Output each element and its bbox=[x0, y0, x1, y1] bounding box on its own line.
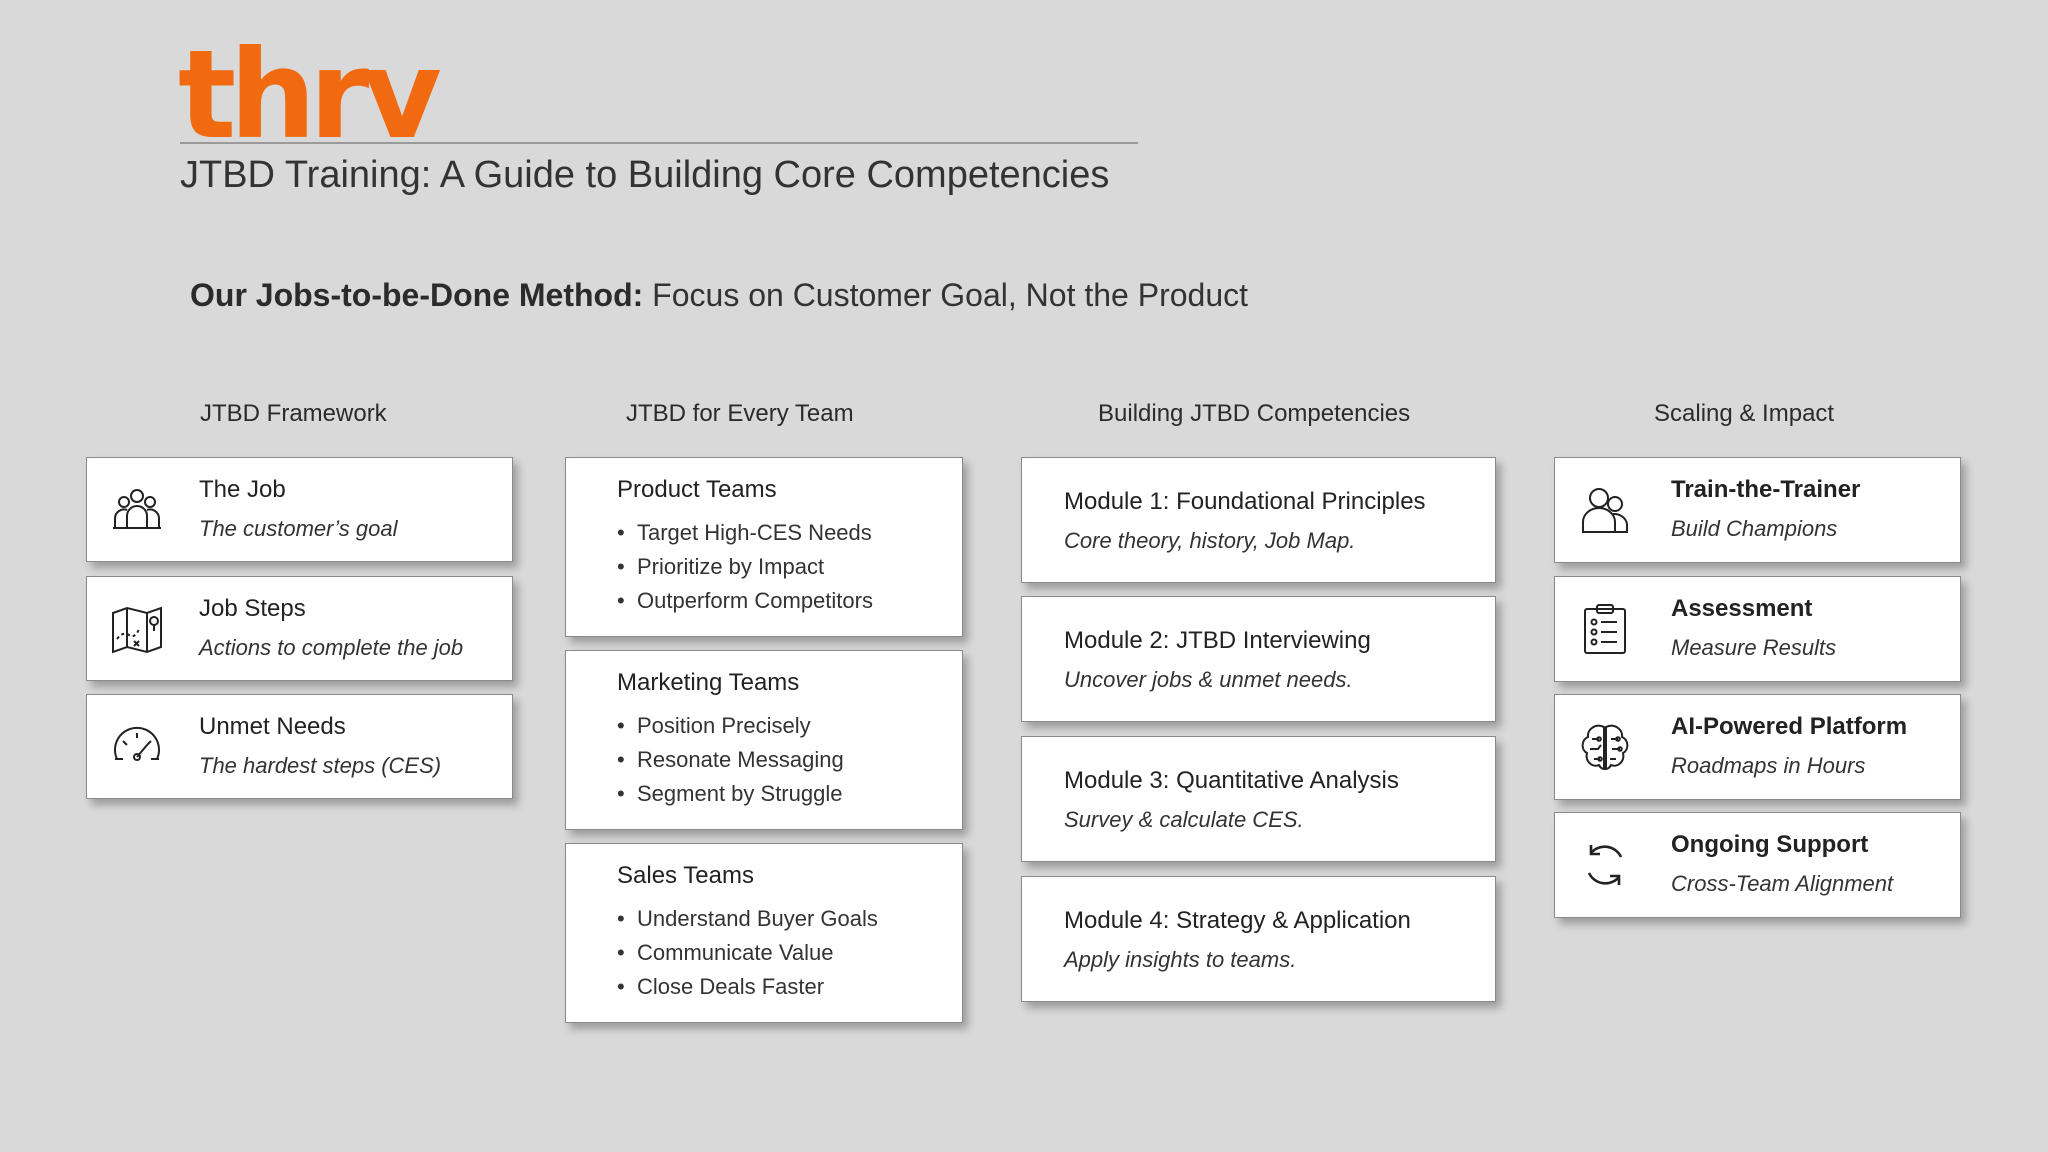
framework-card-sub: Actions to complete the job bbox=[199, 635, 464, 660]
team-card-title: Sales Teams bbox=[617, 862, 754, 889]
module-card-title: Module 2: JTBD Interviewing bbox=[1064, 627, 1371, 654]
thrv-logo: thrv bbox=[178, 24, 442, 166]
framework-card-unmet-needs: Unmet Needs The hardest steps (CES) bbox=[86, 694, 513, 799]
module-card-3: Module 3: Quantitative Analysis Survey &… bbox=[1021, 736, 1496, 862]
method-statement: Our Jobs-to-be-Done Method: Focus on Cus… bbox=[190, 277, 1248, 314]
module-card-sub: Apply insights to teams. bbox=[1064, 947, 1297, 972]
column-title-framework: JTBD Framework bbox=[200, 400, 387, 427]
framework-card-title: The Job bbox=[199, 476, 286, 503]
module-card-2: Module 2: JTBD Interviewing Uncover jobs… bbox=[1021, 596, 1496, 722]
scaling-card-ai-platform: AI-Powered Platform Roadmaps in Hours bbox=[1554, 694, 1961, 800]
scaling-card-sub: Cross-Team Alignment bbox=[1671, 871, 1894, 896]
scaling-card-sub: Roadmaps in Hours bbox=[1671, 753, 1866, 778]
header-divider bbox=[180, 142, 1138, 144]
scaling-card-title: Train-the-Trainer bbox=[1671, 476, 1861, 503]
team-bullet: Outperform Competitors bbox=[617, 584, 873, 618]
team-bullet: Communicate Value bbox=[617, 936, 878, 970]
clipboard-checklist-icon bbox=[1577, 601, 1633, 657]
team-bullet: Prioritize by Impact bbox=[617, 550, 873, 584]
team-bullet: Understand Buyer Goals bbox=[617, 902, 878, 936]
team-bullets: Understand Buyer Goals Communicate Value… bbox=[617, 902, 878, 1004]
team-card-sales: Sales Teams Understand Buyer Goals Commu… bbox=[565, 843, 963, 1023]
module-card-title: Module 4: Strategy & Application bbox=[1064, 907, 1411, 934]
team-card-title: Marketing Teams bbox=[617, 669, 800, 696]
column-title-scaling: Scaling & Impact bbox=[1654, 400, 1835, 427]
module-card-1: Module 1: Foundational Principles Core t… bbox=[1021, 457, 1496, 583]
framework-card-sub: The hardest steps (CES) bbox=[199, 753, 442, 778]
column-title-teams: JTBD for Every Team bbox=[626, 400, 854, 427]
refresh-icon bbox=[1577, 837, 1633, 893]
scaling-card-ongoing-support: Ongoing Support Cross-Team Alignment bbox=[1554, 812, 1961, 918]
gauge-icon bbox=[109, 719, 165, 775]
people-group-icon bbox=[109, 482, 165, 538]
team-card-marketing: Marketing Teams Position Precisely Reson… bbox=[565, 650, 963, 830]
module-card-sub: Core theory, history, Job Map. bbox=[1064, 528, 1356, 553]
scaling-card-sub: Build Champions bbox=[1671, 516, 1838, 541]
team-card-title: Product Teams bbox=[617, 476, 777, 503]
team-bullets: Position Precisely Resonate Messaging Se… bbox=[617, 709, 844, 811]
method-label: Our Jobs-to-be-Done Method: bbox=[190, 277, 644, 313]
team-bullet: Close Deals Faster bbox=[617, 970, 878, 1004]
module-card-sub: Survey & calculate CES. bbox=[1064, 807, 1304, 832]
team-bullet: Position Precisely bbox=[617, 709, 844, 743]
framework-card-job: The Job The customer’s goal bbox=[86, 457, 513, 562]
method-text: Focus on Customer Goal, Not the Product bbox=[643, 277, 1248, 313]
module-card-title: Module 3: Quantitative Analysis bbox=[1064, 767, 1399, 794]
column-title-competencies: Building JTBD Competencies bbox=[1098, 400, 1411, 427]
framework-card-title: Unmet Needs bbox=[199, 713, 346, 740]
team-bullets: Target High-CES Needs Prioritize by Impa… bbox=[617, 516, 873, 618]
framework-card-sub: The customer’s goal bbox=[199, 516, 398, 541]
scaling-card-sub: Measure Results bbox=[1671, 635, 1837, 660]
scaling-card-title: AI-Powered Platform bbox=[1671, 713, 1908, 740]
team-card-product: Product Teams Target High-CES Needs Prio… bbox=[565, 457, 963, 637]
module-card-4: Module 4: Strategy & Application Apply i… bbox=[1021, 876, 1496, 1002]
users-icon bbox=[1577, 482, 1633, 538]
module-card-title: Module 1: Foundational Principles bbox=[1064, 488, 1426, 515]
module-card-sub: Uncover jobs & unmet needs. bbox=[1064, 667, 1353, 692]
page-subtitle: JTBD Training: A Guide to Building Core … bbox=[180, 154, 1110, 196]
map-icon bbox=[109, 601, 165, 657]
brain-circuit-icon bbox=[1577, 719, 1633, 775]
team-bullet: Target High-CES Needs bbox=[617, 516, 873, 550]
team-bullet: Resonate Messaging bbox=[617, 743, 844, 777]
framework-card-job-steps: Job Steps Actions to complete the job bbox=[86, 576, 513, 681]
team-bullet: Segment by Struggle bbox=[617, 777, 844, 811]
framework-card-title: Job Steps bbox=[199, 595, 306, 622]
scaling-card-title: Ongoing Support bbox=[1671, 831, 1869, 858]
scaling-card-train-the-trainer: Train-the-Trainer Build Champions bbox=[1554, 457, 1961, 563]
scaling-card-title: Assessment bbox=[1671, 595, 1813, 622]
scaling-card-assessment: Assessment Measure Results bbox=[1554, 576, 1961, 682]
